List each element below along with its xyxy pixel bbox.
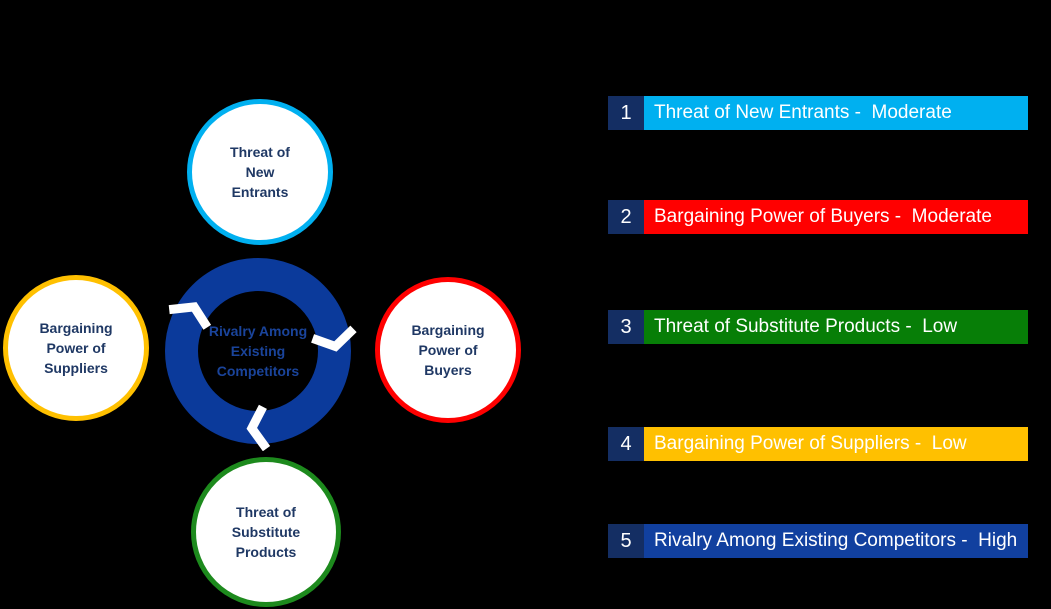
cycle-chevron-left (168, 302, 212, 330)
legend-bar: Rivalry Among Existing Competitors - Hig… (644, 524, 1028, 558)
legend-bar: Threat of New Entrants - Moderate (644, 96, 1028, 130)
circle-threat-of-substitute-products: Threat of Substitute Products (191, 457, 341, 607)
legend-label: Threat of New Entrants - Moderate (654, 102, 952, 123)
legend-number: 2 (608, 200, 644, 234)
legend-number: 4 (608, 427, 644, 461)
legend-label: Threat of Substitute Products - Low (654, 316, 958, 337)
circle-label-bargaining-power-of-suppliers: Bargaining Power of Suppliers (39, 319, 113, 377)
legend-number: 3 (608, 310, 644, 344)
circle-label-threat-of-new-entrants: Threat of New Entrants (230, 143, 290, 201)
circle-bargaining-power-of-buyers: Bargaining Power of Buyers (375, 277, 521, 423)
circle-label-bargaining-power-of-buyers: Bargaining Power of Buyers (411, 321, 485, 379)
legend-bar: Threat of Substitute Products - Low (644, 310, 1028, 344)
legend-label: Bargaining Power of Suppliers - Low (654, 433, 967, 454)
cycle-chevron-right (311, 325, 357, 352)
legend-label: Bargaining Power of Buyers - Moderate (654, 206, 992, 227)
rivalry-ring (158, 251, 358, 452)
circle-bargaining-power-of-suppliers: Bargaining Power of Suppliers (3, 275, 149, 421)
legend-item-rivalry-among-existing-competitors: 5 Rivalry Among Existing Competitors - H… (608, 524, 1028, 558)
legend-item-bargaining-power-of-suppliers: 4 Bargaining Power of Suppliers - Low (608, 427, 1028, 461)
circle-label-threat-of-substitute-products: Threat of Substitute Products (231, 503, 301, 561)
rivalry-center-label: Rivalry Among Existing Competitors (208, 322, 308, 380)
legend-number: 1 (608, 96, 644, 130)
legend-item-threat-of-new-entrants: 1 Threat of New Entrants - Moderate (608, 96, 1028, 130)
legend-bar: Bargaining Power of Buyers - Moderate (644, 200, 1028, 234)
legend-item-bargaining-power-of-buyers: 2 Bargaining Power of Buyers - Moderate (608, 200, 1028, 234)
legend-number: 5 (608, 524, 644, 558)
rivalry-ring-donut (165, 258, 351, 444)
legend-bar: Bargaining Power of Suppliers - Low (644, 427, 1028, 461)
circle-threat-of-new-entrants: Threat of New Entrants (187, 99, 333, 245)
rivalry-ring-svg (165, 258, 357, 452)
legend-item-threat-of-substitute-products: 3 Threat of Substitute Products - Low (608, 310, 1028, 344)
legend-label: Rivalry Among Existing Competitors - Hig… (654, 530, 1018, 551)
cycle-chevron-bottom (246, 404, 271, 452)
